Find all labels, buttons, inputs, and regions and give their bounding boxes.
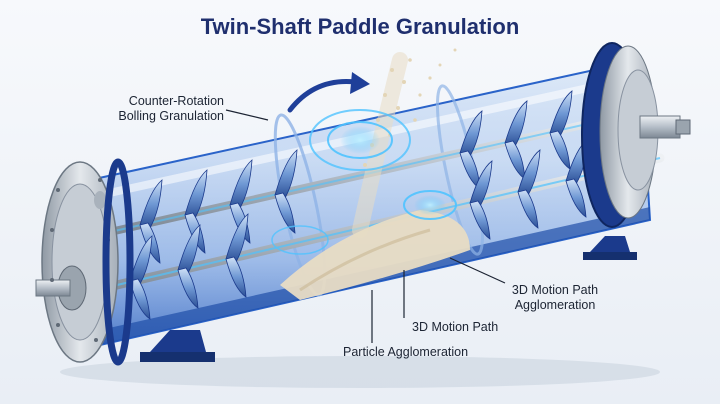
label-3d-motion-path: 3D Motion Path [412, 320, 499, 334]
gear-flange-icon [581, 42, 691, 228]
label-line-2: Agglomeration [514, 298, 596, 312]
support-feet [140, 236, 637, 362]
label-particle-agglomeration: Particle Agglomeration [343, 345, 469, 359]
label-line-1: Counter-Rotation [128, 94, 224, 108]
label-line-1: 3D Motion Path [511, 283, 599, 297]
page-title: Twin-Shaft Paddle Granulation [200, 14, 520, 39]
label-counter-rotation: Counter-Rotation Bolling Granulation [104, 94, 224, 124]
label-line-2: Bolling Granulation [118, 109, 224, 123]
label-3d-motion-agglomeration: 3D Motion Path Agglomeration [500, 283, 610, 313]
particle-bed [280, 52, 470, 300]
rotation-arrow-icon [287, 72, 370, 113]
left-end-flange [35, 158, 134, 366]
leader-lines [225, 109, 506, 343]
swirl-rings [271, 109, 457, 255]
